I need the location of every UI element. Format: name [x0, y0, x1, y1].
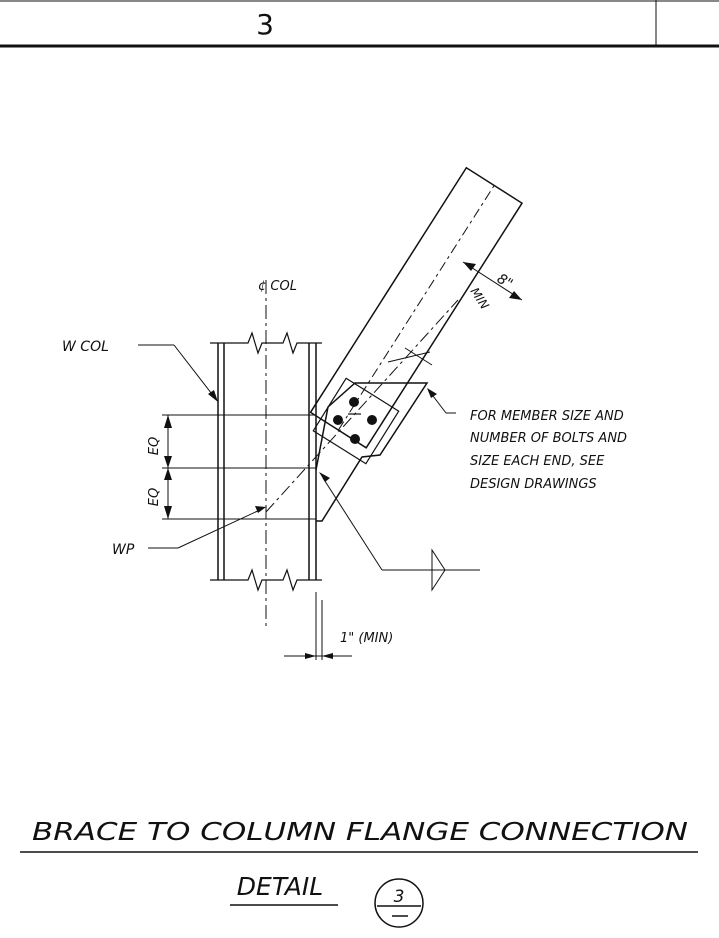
w-col-leader — [138, 344, 218, 402]
note-line-4: DESIGN DRAWINGS — [470, 477, 597, 492]
note-line-3: SIZE EACH END, SEE — [470, 454, 605, 469]
detail-callout-bubble: 3 — [374, 878, 424, 928]
brace-end-plate — [312, 377, 400, 465]
w-col-label: W COL — [62, 339, 109, 355]
weld-symbol — [319, 472, 480, 592]
callout-number: 3 — [394, 887, 405, 907]
centerline-col-label: ¢ COL — [258, 279, 297, 294]
bolt-2 — [333, 415, 343, 425]
eq-lower-label: EQ — [147, 488, 162, 506]
brace-min-label: MIN — [467, 285, 491, 312]
w-column — [162, 331, 322, 592]
bolt-group — [333, 397, 377, 444]
gusset-plate — [315, 382, 429, 522]
header-detail-number: 3 — [256, 8, 274, 41]
note-line-2: NUMBER OF BOLTS AND — [470, 431, 627, 446]
wp-leader — [148, 506, 266, 549]
note-line-1: FOR MEMBER SIZE AND — [470, 409, 624, 424]
brace-width-dimension — [462, 261, 523, 301]
header-strip: 3 — [0, 0, 719, 48]
brace-width-label: 8" — [494, 271, 516, 293]
bolt-4 — [350, 434, 360, 444]
gap-dim-label: 1" (MIN) — [340, 631, 393, 646]
detail-title: BRACE TO COLUMN FLANGE CONNECTION DETAIL… — [20, 817, 698, 928]
design-note: FOR MEMBER SIZE AND NUMBER OF BOLTS AND … — [470, 409, 627, 492]
title-line-2: DETAIL — [237, 872, 323, 901]
bolt-3 — [367, 415, 377, 425]
brace-member — [309, 166, 524, 449]
title-line-1: BRACE TO COLUMN FLANGE CONNECTION — [32, 817, 688, 846]
bolt-1 — [349, 397, 359, 407]
eq-upper-label: EQ — [147, 437, 162, 455]
gap-dimension — [284, 592, 352, 660]
eq-dimension — [164, 415, 172, 519]
work-line — [265, 299, 459, 513]
wp-label: WP — [112, 542, 135, 558]
note-leader — [427, 388, 456, 414]
